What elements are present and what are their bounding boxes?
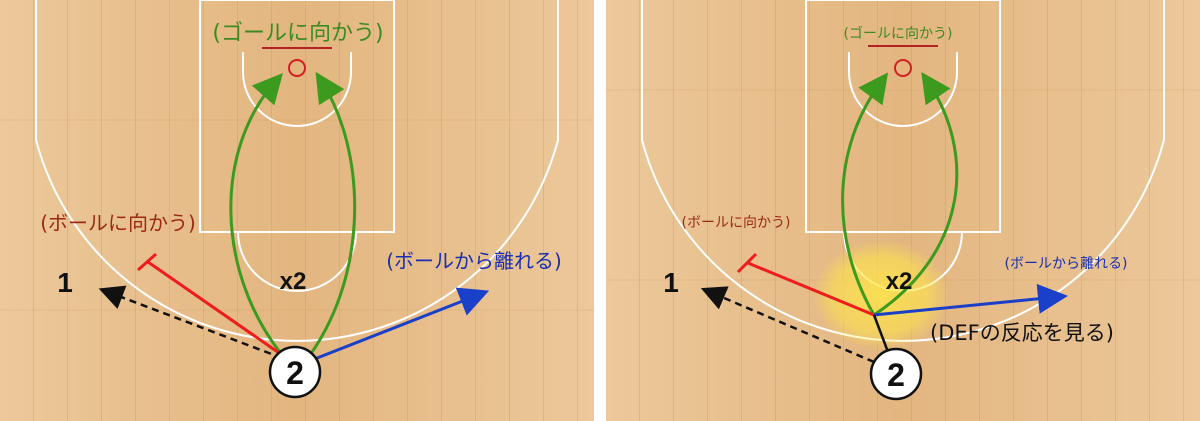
paint-area — [805, 0, 1001, 233]
away-label: (ボールから離れる) — [386, 249, 562, 273]
restricted-arc — [242, 52, 352, 127]
drive-arrow-right — [873, 72, 959, 317]
paint-area — [199, 0, 395, 233]
ball-label: (ボールに向かう) — [682, 215, 791, 231]
drive-arrow-left — [841, 72, 889, 316]
defender-label: x2 — [886, 268, 913, 295]
defender-label: x2 — [280, 268, 307, 295]
court-lines — [35, 0, 559, 342]
goal-label: (ゴールに向かう) — [212, 21, 383, 46]
react-label: (DEFの反応を見る) — [930, 321, 1114, 345]
drive-arrow-right — [308, 71, 357, 356]
player-1-label: 1 — [57, 267, 73, 298]
screen-bar — [137, 252, 157, 272]
away-arrow — [311, 287, 490, 362]
court-diagram-right: 2 1 x2 (ゴールに向かう) (ボールに向かう) (ボールから離れる) (D… — [606, 0, 1200, 421]
player-1-label: 1 — [663, 267, 679, 298]
defender-highlight — [813, 240, 949, 350]
player-2-label: 2 — [286, 355, 304, 391]
player-2-move — [872, 314, 890, 353]
pass-line — [700, 286, 875, 364]
away-label: (ボールから離れる) — [1005, 255, 1128, 272]
court-panel-left: 2 1 x2 (ゴールに向かう) (ボールに向かう) (ボールから離れる) — [0, 0, 594, 421]
court-diagram-left: 2 1 x2 (ゴールに向かう) (ボールに向かう) (ボールから離れる) — [0, 0, 594, 421]
player-2-circle — [268, 345, 322, 399]
player-2-circle — [869, 347, 923, 401]
ball-label: (ボールに向かう) — [40, 211, 196, 235]
goal-label: (ゴールに向かう) — [844, 25, 953, 42]
away-arrow — [873, 283, 1068, 317]
screen-bar — [736, 252, 758, 274]
restricted-arc — [848, 52, 958, 127]
player-2-label: 2 — [887, 357, 905, 393]
screen-line — [147, 260, 283, 357]
rim — [894, 59, 912, 77]
screen-line — [747, 261, 875, 317]
rim — [288, 59, 306, 77]
drive-arrow-left — [229, 72, 284, 356]
court-panel-right: 2 1 x2 (ゴールに向かう) (ボールに向かう) (ボールから離れる) (D… — [606, 0, 1200, 421]
three-point-arc — [35, 139, 559, 342]
